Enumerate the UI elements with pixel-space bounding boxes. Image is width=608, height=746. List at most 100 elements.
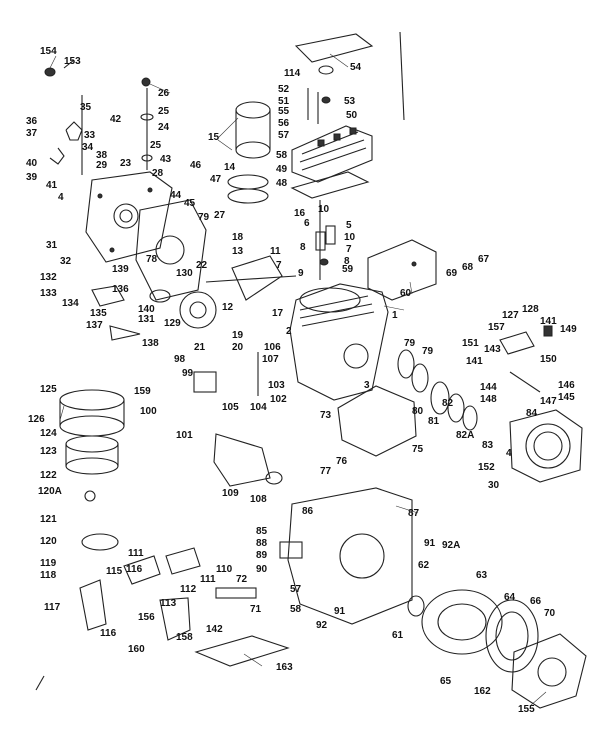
callout: 138 (142, 338, 159, 349)
callout: 70 (544, 608, 556, 619)
wedge (109, 325, 141, 341)
callout: 55 (278, 106, 290, 117)
callout: 58 (276, 150, 288, 161)
lever-plate (91, 285, 125, 307)
callout: 43 (160, 154, 172, 165)
callout: 8 (300, 242, 306, 253)
callout: 111 (200, 574, 216, 585)
callout: 116 (100, 628, 117, 639)
callout: 49 (276, 164, 288, 175)
callout: 65 (440, 676, 452, 687)
callout: 72 (236, 574, 248, 585)
carb-fitting (84, 490, 96, 502)
valve-spring (325, 225, 336, 245)
starter-pulley (421, 589, 503, 655)
callout: 114 (284, 68, 301, 79)
callout: 79 (198, 212, 210, 223)
callout: 82 (442, 398, 454, 409)
sleeve-bottom (235, 141, 271, 159)
callout: 149 (560, 324, 577, 335)
filter-side (65, 444, 119, 466)
control-knob (543, 325, 553, 337)
callout: 88 (256, 538, 268, 549)
callout: 79 (422, 346, 434, 357)
crankshaft-web (231, 255, 283, 301)
carb-body (79, 579, 107, 631)
block-port (343, 343, 369, 369)
seal (149, 289, 171, 303)
callout: 152 (478, 462, 495, 473)
callout: 102 (270, 394, 287, 405)
leader-line (59, 405, 65, 421)
part-drawings (35, 31, 587, 709)
callout: 84 (526, 408, 538, 419)
callout: 1 (392, 310, 398, 321)
callout: 54 (350, 62, 362, 73)
callout: 17 (272, 308, 284, 319)
spring-retainer (319, 258, 329, 266)
callout: 40 (26, 158, 38, 169)
callout: 41 (46, 180, 58, 191)
callout: 25 (158, 106, 170, 117)
callout: 30 (488, 480, 500, 491)
callout: 128 (522, 304, 539, 315)
callout: 73 (320, 410, 332, 421)
lever (49, 147, 65, 165)
shroud-hole (411, 261, 417, 267)
callout: 16 (294, 208, 306, 219)
callout: 121 (40, 514, 57, 525)
gasket (135, 199, 207, 301)
callout: 148 (480, 394, 497, 405)
leader-line (217, 139, 233, 151)
cylinder-head (291, 125, 373, 183)
callout: 6 (304, 218, 310, 229)
callout: 11 (270, 246, 281, 257)
control-lever (509, 371, 541, 393)
callout: 33 (84, 130, 96, 141)
callout: 136 (112, 284, 129, 295)
callout: 75 (412, 444, 424, 455)
callout: 39 (26, 172, 38, 183)
leader-line (329, 53, 349, 68)
callout: 23 (120, 158, 132, 169)
fan-disc (411, 363, 429, 393)
callout: 86 (302, 506, 314, 517)
spring (215, 587, 257, 599)
callout: 2 (286, 326, 292, 337)
callout: 130 (176, 268, 193, 279)
engine-block (289, 283, 389, 401)
callout: 108 (250, 494, 267, 505)
callout: 48 (276, 178, 288, 189)
callout: 50 (346, 110, 358, 121)
callout: 123 (40, 446, 57, 457)
callout: 58 (290, 604, 302, 615)
callout: 76 (336, 456, 348, 467)
callout: 5 (346, 220, 352, 231)
callout: 87 (408, 508, 420, 519)
callout: 29 (96, 160, 108, 171)
callout: 143 (484, 344, 501, 355)
callout: 119 (40, 558, 57, 569)
callout: 83 (482, 440, 494, 451)
seal-ring (447, 393, 465, 423)
callout: 71 (250, 604, 262, 615)
fin (299, 139, 365, 163)
head-cell (333, 133, 341, 141)
crankcase-cover (85, 171, 173, 263)
callout: 127 (502, 310, 519, 321)
callout: 20 (232, 342, 244, 353)
callout: 154 (40, 46, 57, 57)
callout: 60 (400, 288, 412, 299)
valve-spring (315, 231, 326, 251)
callout: 89 (256, 550, 268, 561)
callout: 125 (40, 384, 57, 395)
callout: 56 (278, 118, 290, 129)
callout: 153 (64, 56, 81, 67)
leader-line (529, 691, 547, 707)
leader-line (383, 305, 405, 311)
callout: 38 (96, 150, 108, 161)
callout: 150 (540, 354, 557, 365)
callout: 137 (86, 320, 103, 331)
cap-nut (44, 67, 56, 77)
callout: 140 (138, 304, 155, 315)
